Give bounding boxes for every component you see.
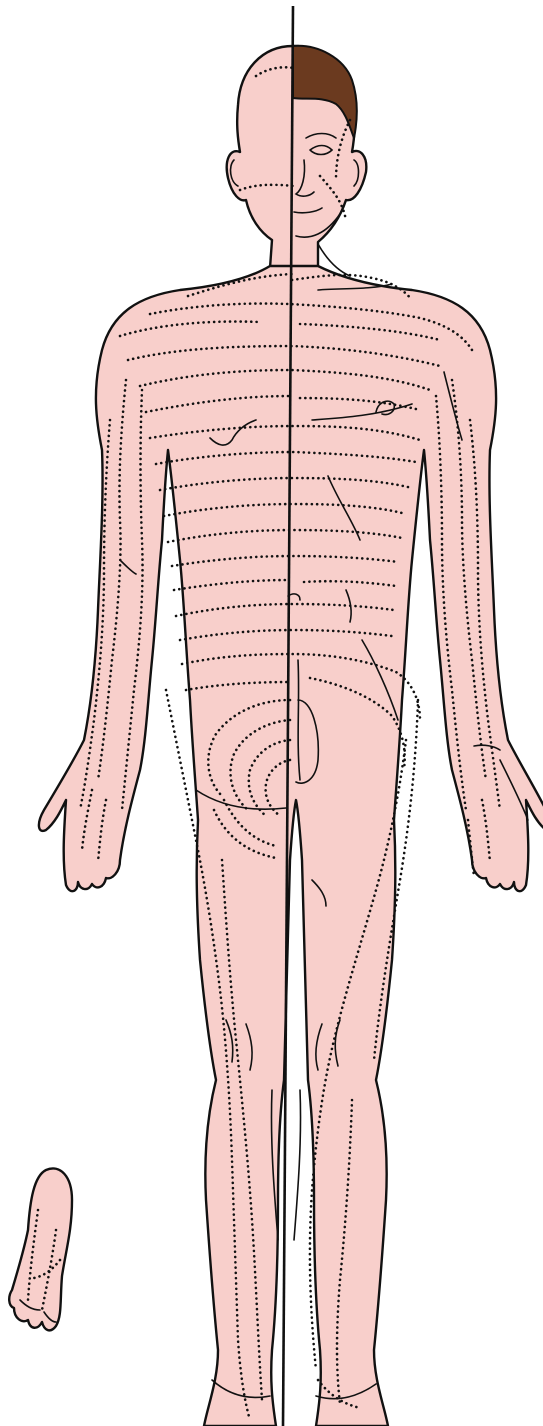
foot-sole-icon (9, 1168, 72, 1330)
foot-sole-outline (9, 1168, 72, 1330)
inner-calf-right (294, 1090, 301, 1240)
